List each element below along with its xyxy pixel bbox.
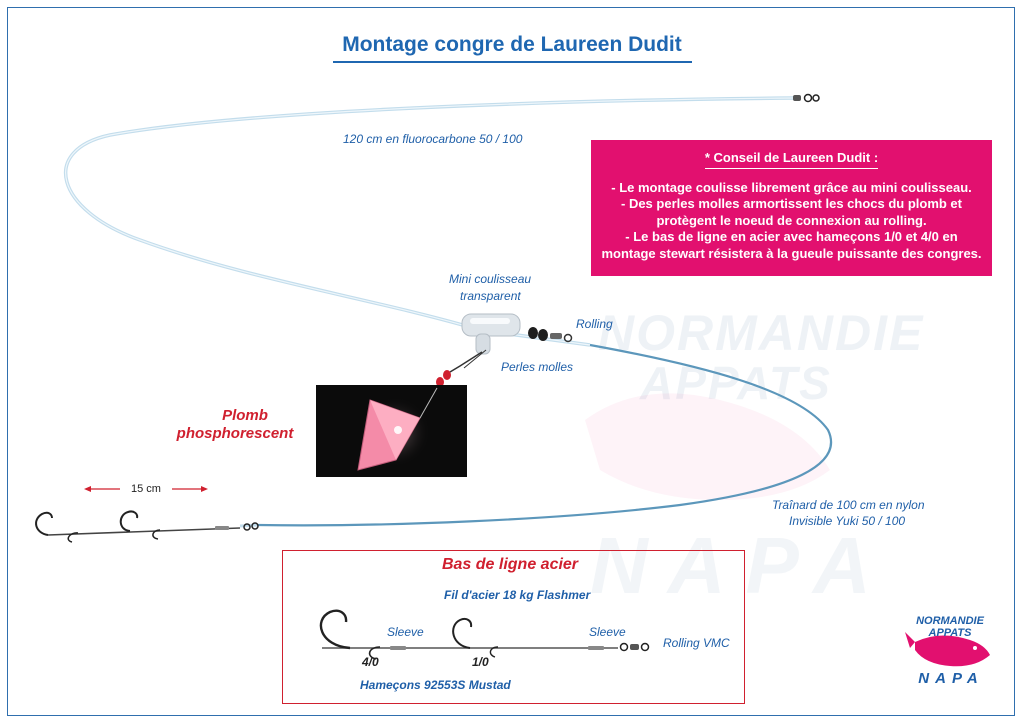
watermark-fish-shape [585, 393, 830, 500]
page-frame [7, 7, 1015, 716]
rolling-vmc-label: Rolling VMC [663, 636, 730, 650]
fluoro-label: 120 cm en fluorocarbone 50 / 100 [343, 132, 523, 146]
soft-beads [528, 327, 548, 341]
logo-line1: NORMANDIE [916, 615, 984, 627]
lead-snap [449, 351, 483, 373]
acier-rig-drawing [319, 609, 650, 660]
coulisseau-label-1: Mini coulisseau [449, 272, 532, 286]
watermark-line1: NORMANDIE [598, 305, 925, 361]
bas-de-ligne-acier-box [282, 550, 745, 704]
plomb-label-1: Plomb [222, 407, 268, 424]
distance-arrows [84, 486, 208, 492]
plomb-label-2: phosphorescent [176, 425, 294, 442]
rolling-swivel [550, 333, 573, 343]
hook-1-0 [452, 617, 473, 649]
advice-line-1: - Le montage coulisse librement grâce au… [611, 179, 972, 195]
red-bead-1 [443, 370, 451, 380]
advice-line-3: protègent le noeud de connexion au rolli… [656, 212, 927, 228]
advice-line-2: - Des perles molles armortissent les cho… [621, 196, 962, 211]
red-bead-2 [436, 377, 444, 387]
trainard-label-2: Invisible Yuki 50 / 100 [789, 514, 906, 528]
page-title: Montage congre de Laureen Dudit [342, 33, 682, 56]
napa-logo-fish [905, 632, 990, 667]
coulisseau-label-2: transparent [460, 289, 521, 303]
logo-napa: NAPA [918, 670, 984, 687]
advice-line-4: - Le bas de ligne en acier avec hameçons… [625, 229, 958, 244]
mini-coulisseau [461, 313, 521, 355]
watermark-line3: NAPA [590, 521, 891, 610]
distance-label: 15 cm [131, 483, 161, 495]
logo-text-top: NORMANDIE APPATS [908, 615, 992, 639]
advice-box: * Conseil de Laureen Dudit : - Le montag… [591, 140, 992, 276]
sleeve-left-label: Sleeve [387, 625, 424, 639]
advice-title: * Conseil de Laureen Dudit : [704, 150, 879, 169]
top-swivel [793, 93, 820, 103]
hook-4-0-label: 4/0 [362, 655, 379, 669]
rolling-label: Rolling [576, 317, 613, 331]
title-underline [333, 61, 692, 63]
acier-title: Bas de ligne acier [441, 556, 579, 573]
trainard-label-1: Traînard de 100 cm en nylon [772, 498, 925, 512]
fil-acier-label: Fil d'acier 18 kg Flashmer [444, 588, 591, 602]
hamecons-label: Hameçons 92553S Mustad [360, 678, 511, 692]
advice-line-5: montage stewart résistera à la gueule pu… [601, 245, 982, 261]
nylon-line [257, 343, 833, 527]
hook-1-0-label: 1/0 [472, 655, 489, 669]
hook-4-0 [319, 609, 351, 650]
main-rig-hooks [35, 510, 259, 543]
plomb-photo [316, 385, 467, 477]
sleeve-right-label: Sleeve [589, 625, 626, 639]
perles-label: Perles molles [501, 360, 574, 374]
watermark-line2: APPATS [640, 357, 832, 409]
logo-line2: APPATS [928, 627, 972, 639]
